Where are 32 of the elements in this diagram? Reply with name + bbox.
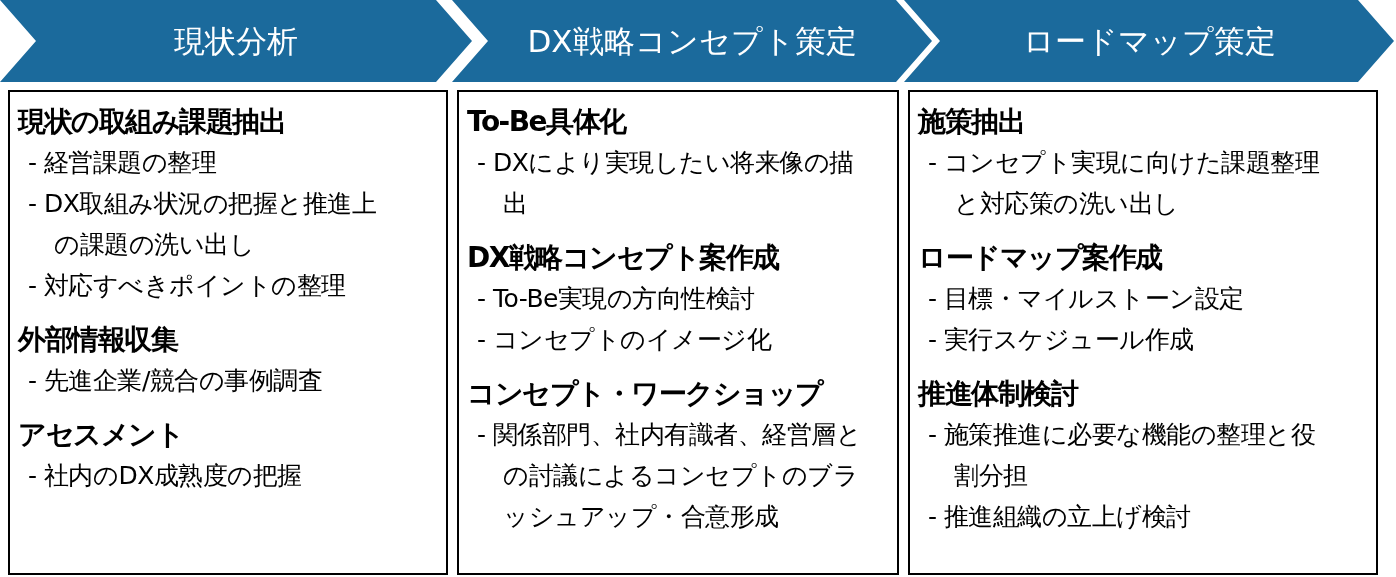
- task-heading: アセスメント: [18, 417, 184, 453]
- bullet-item: - 経営課題の整理: [27, 147, 218, 179]
- bullet-item: - 施策推進に必要な機能の整理と役割分担: [927, 419, 1317, 492]
- bullet-item: - 目標・マイルストーン設定: [927, 283, 1245, 315]
- bullet-item: - 実行スケジュール作成: [927, 324, 1195, 356]
- task-heading: 現状の取組み課題抽出: [18, 104, 286, 140]
- bullet-item: - DXにより実現したい将来像の描出: [476, 147, 855, 220]
- task-heading: ロードマップ案作成: [918, 240, 1163, 276]
- task-heading: DX戦略コンセプト案作成: [467, 240, 781, 276]
- bullet-item: - 社内のDX成熟度の把握: [27, 460, 303, 492]
- bullet-item: - DX取組み状況の把握と推進上の課題の洗い出し: [27, 188, 378, 261]
- bullet-item: - 関係部門、社内有識者、経営層との討議によるコンセプトのブラッシュアップ・合意形成: [476, 419, 863, 533]
- bullet-item: - 先進企業/競合の事例調査: [27, 365, 324, 397]
- task-box: [457, 90, 899, 575]
- phase-title: ロードマップ策定: [1021, 22, 1277, 61]
- bullet-item: - To-Be実現の方向性検討: [476, 283, 756, 315]
- task-heading: 施策抽出: [918, 104, 1025, 140]
- phase-title: 現状分析: [173, 22, 299, 61]
- bullet-item: - コンセプトのイメージ化: [476, 324, 773, 356]
- task-heading: 外部情報収集: [18, 322, 179, 358]
- task-heading: To-Be具体化: [467, 104, 628, 140]
- chevron-step: [452, 0, 932, 82]
- bullet-item: - 推進組織の立上げ検討: [927, 501, 1192, 533]
- task-heading: コンセプト・ワークショップ: [467, 376, 825, 412]
- chevron-step: [904, 0, 1394, 82]
- bullet-item: - 対応すべきポイントの整理: [27, 270, 347, 302]
- phase-title: DX戦略コンセプト策定: [526, 22, 858, 61]
- task-heading: 推進体制検討: [918, 376, 1079, 412]
- task-box: [908, 90, 1378, 575]
- task-box: [8, 90, 448, 575]
- bullet-item: - コンセプト実現に向けた課題整理と対応策の洗い出し: [927, 147, 1321, 220]
- chevron-step: [0, 0, 472, 82]
